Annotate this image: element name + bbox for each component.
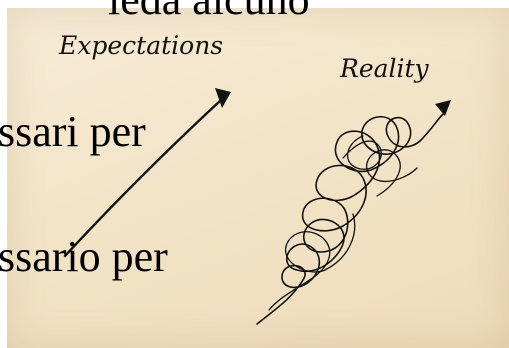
reality-squiggle-extra: [268, 149, 418, 311]
slide-text-line-3: ssario per: [0, 232, 168, 281]
sketch-photo: Expectations Reality: [7, 8, 509, 348]
reality-label: Reality: [339, 54, 430, 83]
expectation-arrow-line: [63, 98, 223, 258]
expectation-arrowhead-icon: [215, 88, 231, 108]
slide-text-line-1: ieda alcuno: [108, 0, 310, 22]
reality-squiggle-line: [256, 113, 444, 325]
reality-squiggle-loop: [342, 135, 382, 170]
expectations-label: Expectations: [58, 31, 223, 60]
reality-arrowhead-icon: [435, 100, 451, 116]
slide-text-line-2: ssari per: [0, 107, 146, 156]
expectations-vs-reality-sketch: Expectations Reality: [58, 31, 451, 325]
